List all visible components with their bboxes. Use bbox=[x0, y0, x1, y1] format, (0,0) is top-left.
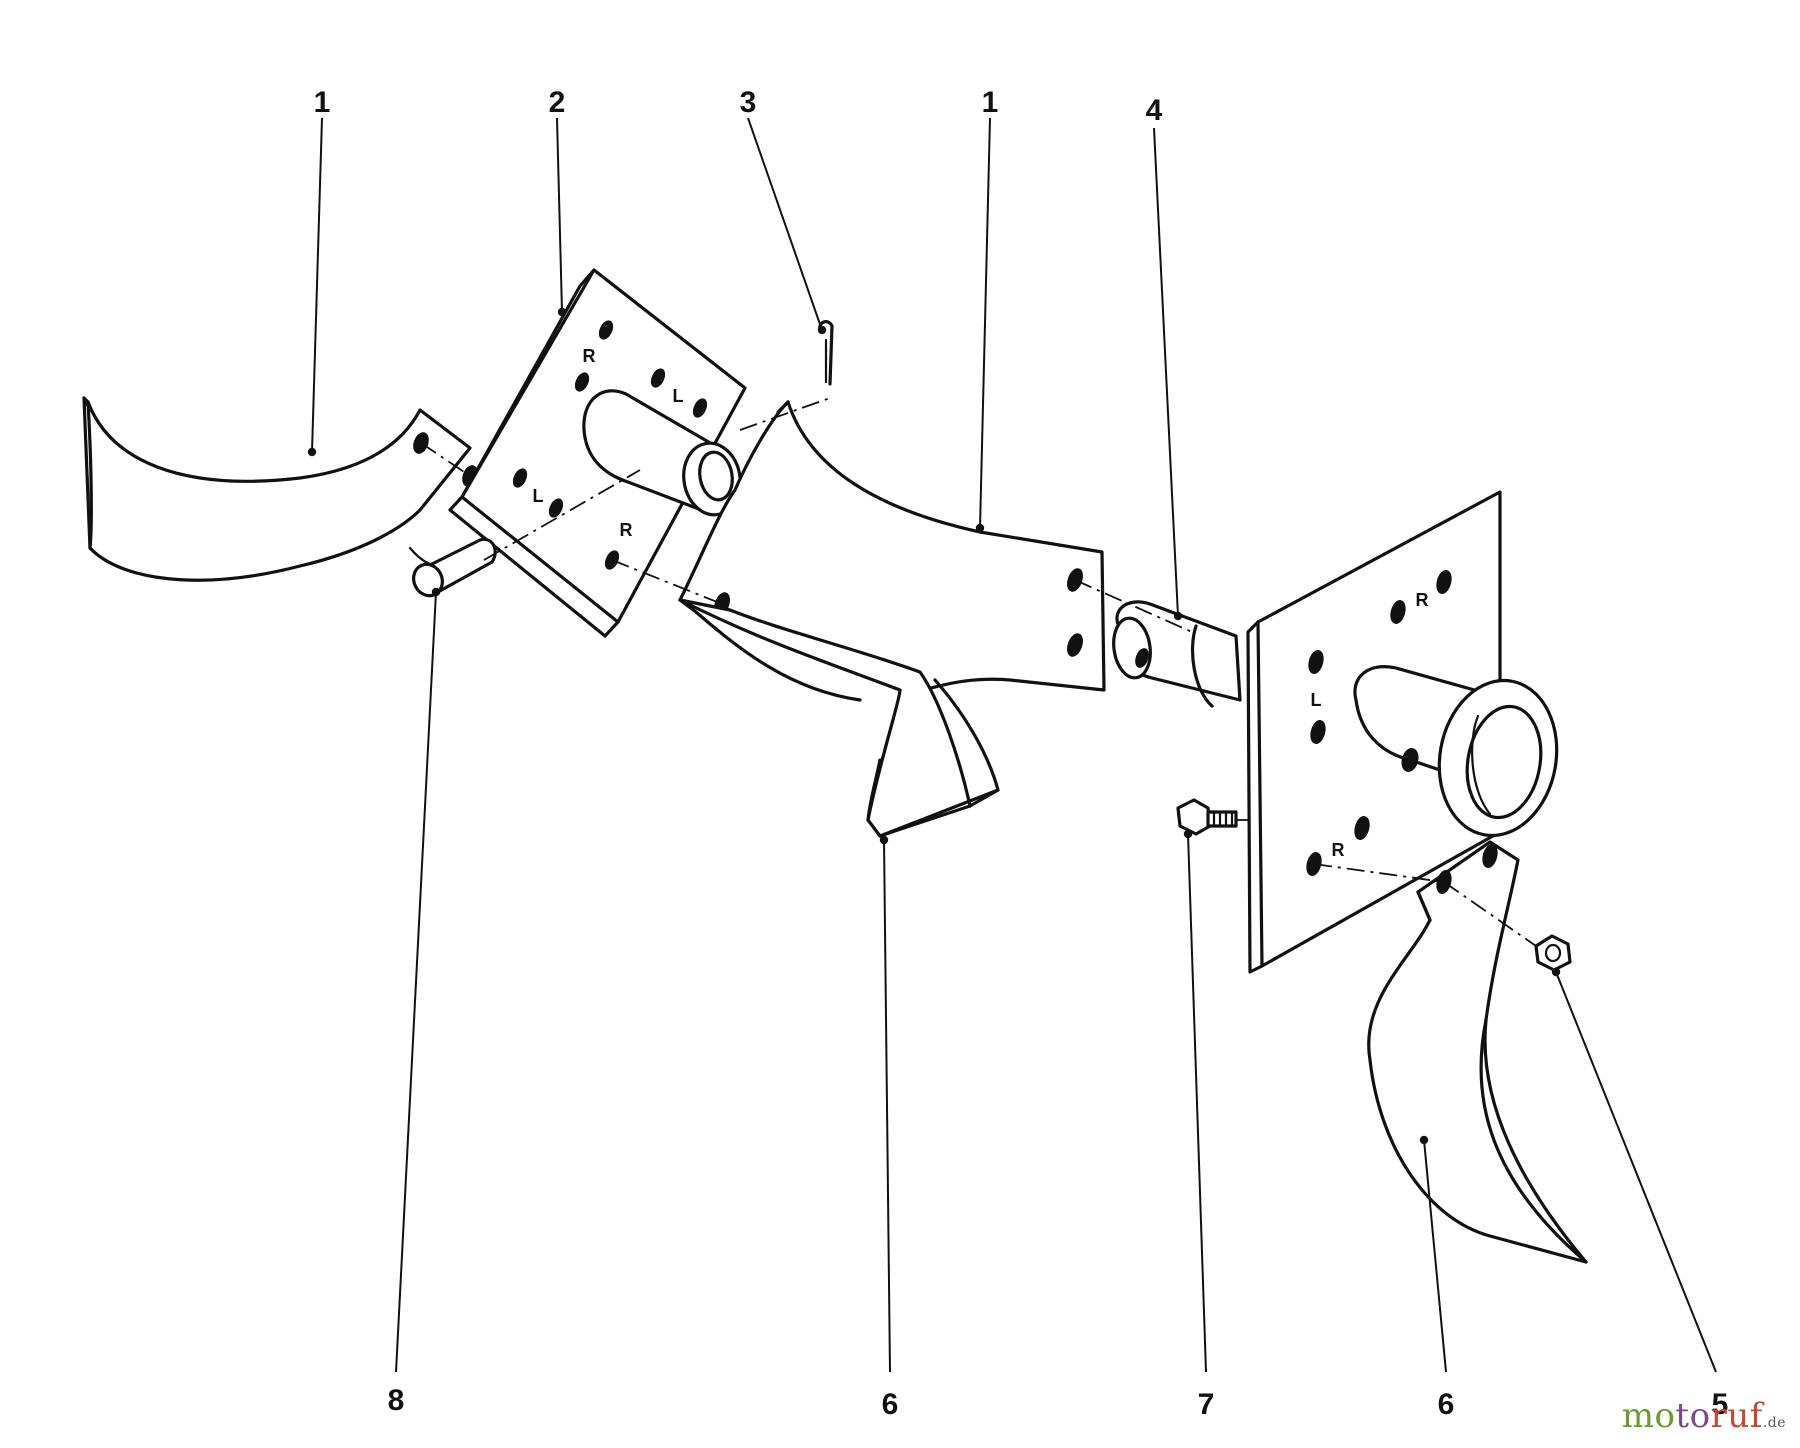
callout-numbers: 1 2 3 1 4 8 6 7 6 5 bbox=[314, 86, 1729, 1421]
nut-part-5 bbox=[1534, 934, 1572, 972]
left-tine-part-1 bbox=[82, 396, 478, 582]
left-flange-plate-part-2: R L L R bbox=[448, 268, 747, 638]
watermark-logo: motoruf.de bbox=[1622, 1396, 1786, 1436]
callout-1-left: 1 bbox=[314, 86, 331, 119]
plate-marking-r-upper: R bbox=[583, 346, 596, 366]
right-flange-assembly-part-4: R L R bbox=[1112, 490, 1559, 974]
watermark-tld: .de bbox=[1762, 1415, 1786, 1431]
callout-6-center: 6 bbox=[882, 1388, 899, 1421]
center-tine-part-1 bbox=[678, 400, 1106, 692]
watermark-part-3: ruf bbox=[1710, 1396, 1763, 1436]
plate-marking-l-upper: L bbox=[673, 386, 684, 406]
plate-marking-l-lower: L bbox=[533, 486, 544, 506]
callout-8: 8 bbox=[388, 1384, 405, 1417]
bolt-part-7 bbox=[1176, 798, 1238, 836]
watermark-part-1: mo bbox=[1621, 1396, 1676, 1436]
callout-3: 3 bbox=[740, 86, 757, 119]
callout-leader-lines bbox=[307, 117, 1717, 1373]
plate-marking-r-top: R bbox=[1416, 590, 1429, 610]
watermark-part-2: to bbox=[1675, 1396, 1711, 1436]
center-blade-part-6 bbox=[678, 598, 1000, 838]
callout-2: 2 bbox=[549, 86, 566, 119]
callout-1-center: 1 bbox=[982, 86, 999, 119]
callout-7: 7 bbox=[1198, 1388, 1215, 1421]
callout-4: 4 bbox=[1146, 94, 1163, 127]
plate-marking-r-bottom: R bbox=[1332, 840, 1345, 860]
plate-marking-r-lower: R bbox=[620, 520, 633, 540]
callout-6-right: 6 bbox=[1438, 1388, 1455, 1421]
right-blade-part-6 bbox=[1367, 840, 1588, 1264]
callout-5: 5 bbox=[1712, 1388, 1729, 1421]
plate-marking-l: L bbox=[1311, 690, 1322, 710]
pin-part-8 bbox=[412, 537, 497, 598]
assembly-center-lines bbox=[420, 397, 1537, 947]
